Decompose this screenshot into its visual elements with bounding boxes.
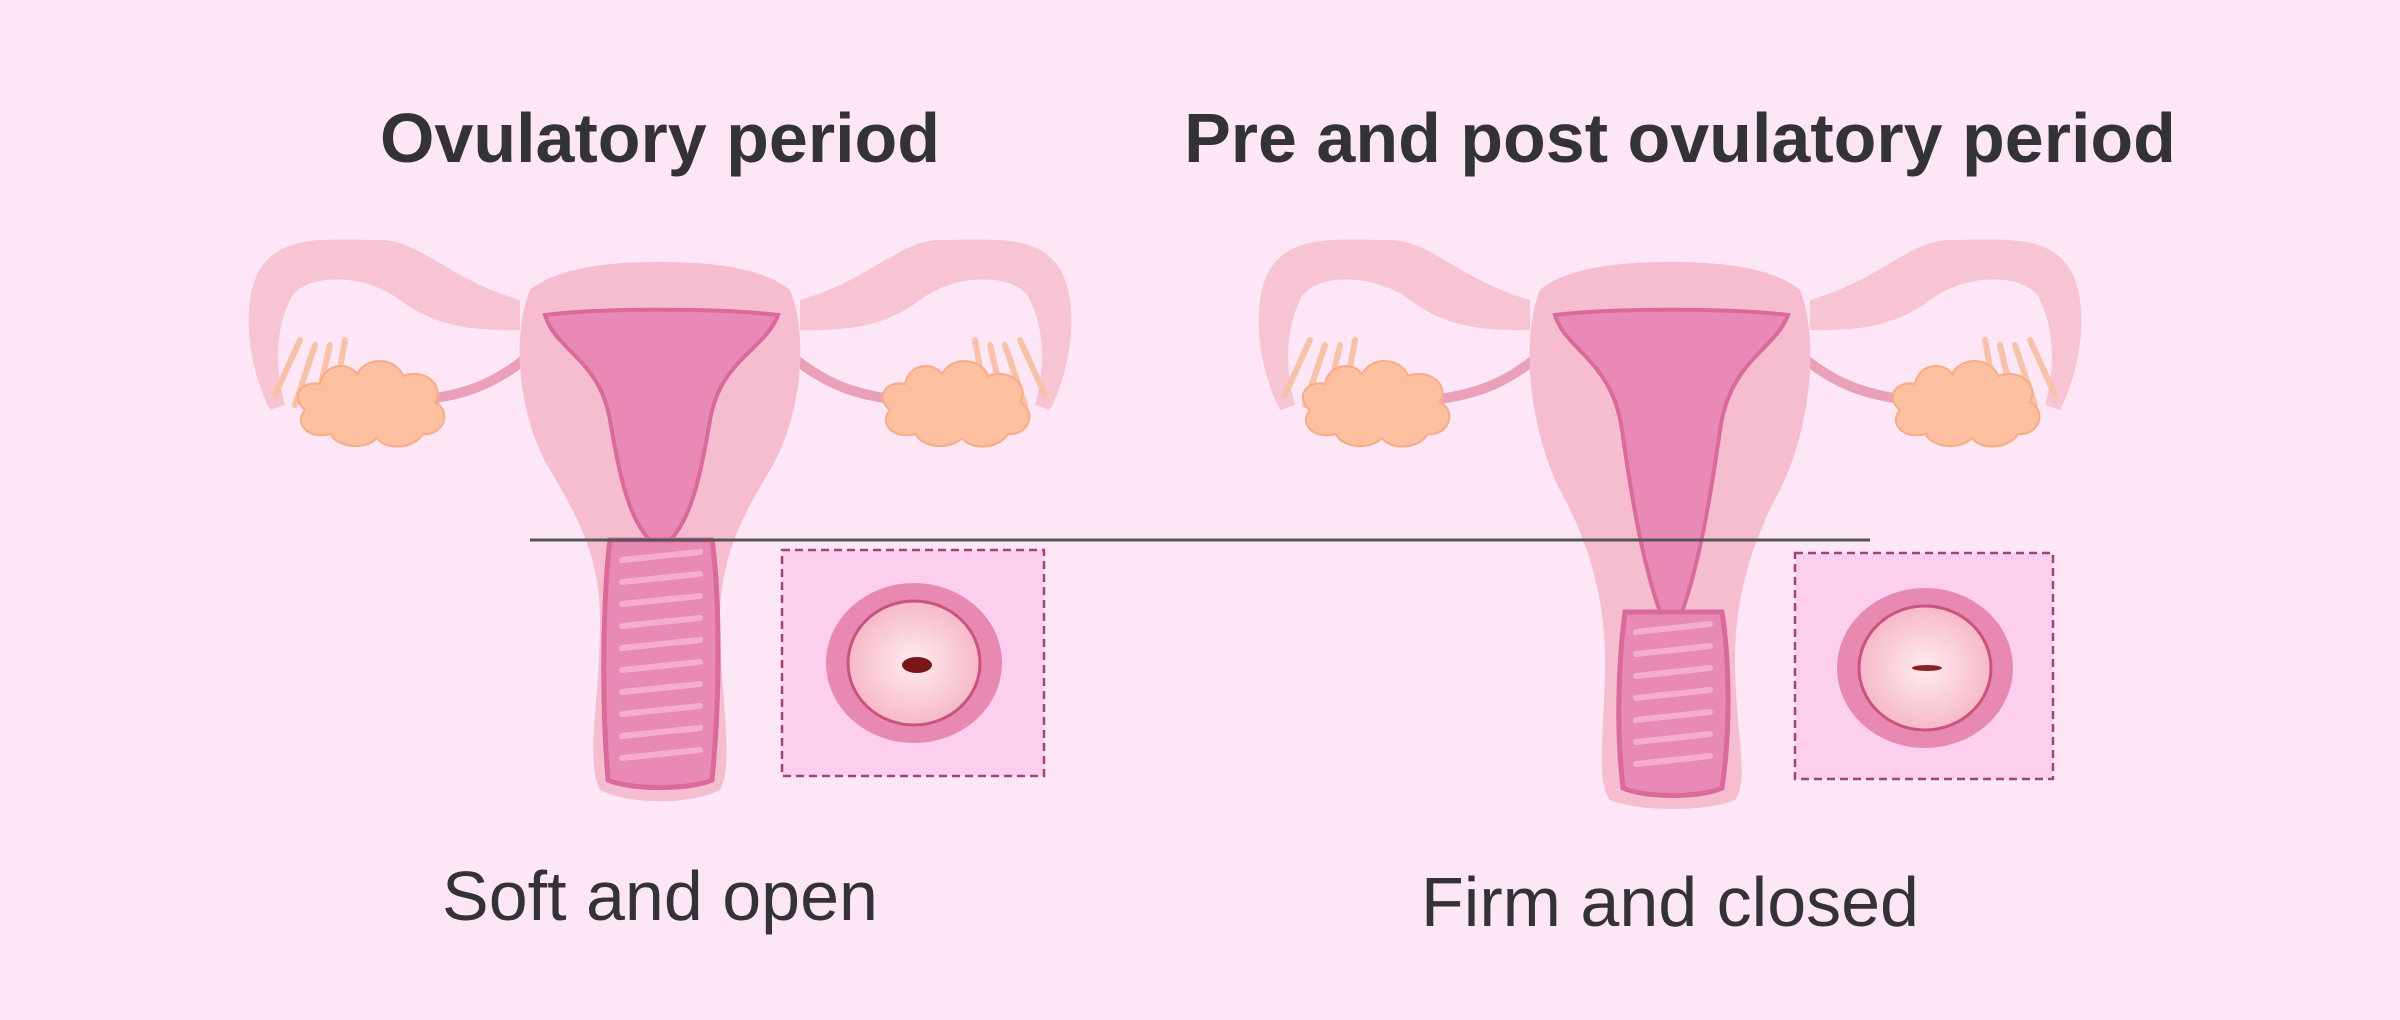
- right-uterus-diagram: [1258, 239, 2082, 809]
- right-cervix-canal: [1616, 609, 1731, 798]
- left-uterine-cavity: [542, 307, 781, 542]
- right-uterine-cavity: [1552, 307, 1791, 614]
- right-panel-caption: Firm and closed: [1421, 863, 1919, 941]
- left-panel-caption: Soft and open: [442, 857, 878, 935]
- left-cervix-os-open: [902, 657, 932, 673]
- right-cervix-folds: [1633, 621, 1713, 767]
- left-cervix-folds: [619, 549, 703, 761]
- right-cervix-inset: [1793, 551, 2055, 781]
- left-ovary-right: [881, 360, 1031, 448]
- right-tube-right: [1810, 239, 2082, 410]
- left-tube-right: [800, 239, 1072, 410]
- left-uterus-diagram: [248, 239, 1072, 802]
- left-ovary-left: [296, 360, 446, 448]
- right-tube-left: [1258, 239, 1530, 410]
- left-panel-title: Ovulatory period: [379, 99, 941, 177]
- left-tube-left: [248, 239, 521, 410]
- right-ovary-left: [1301, 360, 1451, 448]
- right-ovary-right: [1891, 360, 2041, 448]
- right-panel-title: Pre and post ovulatory period: [1184, 99, 2176, 177]
- left-cervix-inset: [780, 548, 1046, 778]
- right-cervix-os-closed: [1912, 665, 1942, 671]
